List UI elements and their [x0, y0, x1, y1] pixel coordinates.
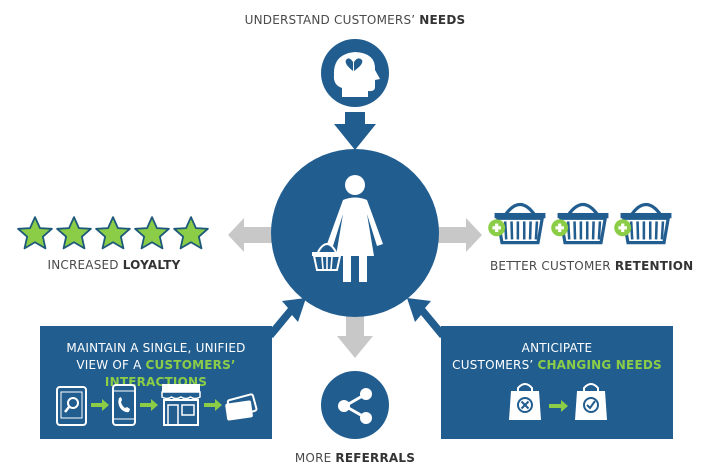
bag-check-icon — [574, 383, 608, 421]
needs-flow — [508, 383, 608, 421]
arrow-top — [334, 112, 376, 150]
referrals-label: MORE REFERRALS — [294, 451, 416, 465]
flow-arrow — [549, 400, 568, 412]
changing-needs-box-line2: CUSTOMERS’ — [452, 358, 538, 372]
arrow-down — [337, 314, 373, 358]
tablet-search-icon — [56, 386, 87, 426]
loyalty-label: INCREASED LOYALTY — [47, 258, 181, 272]
changing-needs-box-line1: ANTICIPATE — [521, 341, 593, 355]
star-icon — [173, 216, 209, 250]
customer-circle — [271, 149, 439, 317]
head-hearts-icon — [321, 39, 389, 107]
basket-group — [488, 202, 674, 245]
star-icon — [56, 216, 92, 250]
star-icon — [95, 216, 131, 250]
flow-arrow — [204, 399, 222, 411]
top-label: UNDERSTAND CUSTOMERS’ NEEDS — [244, 13, 466, 27]
store-icon — [161, 384, 201, 426]
star-icon — [17, 216, 53, 250]
bag-x-icon — [508, 383, 542, 421]
star-rating — [17, 216, 209, 250]
changing-needs-box: ANTICIPATE CUSTOMERS’ CHANGING NEEDS — [441, 326, 673, 439]
retention-label: BETTER CUSTOMER RETENTION — [490, 259, 694, 273]
credit-card-icon — [225, 393, 258, 421]
interactions-flow — [56, 384, 258, 426]
flow-arrow — [140, 399, 158, 411]
basket-add-icon — [614, 202, 674, 245]
star-icon — [134, 216, 170, 250]
arrow-from-left-box — [253, 298, 306, 338]
flow-arrow — [91, 399, 109, 411]
changing-needs-highlight: CHANGING NEEDS — [537, 358, 662, 372]
arrow-from-right-box — [407, 298, 460, 338]
interactions-box-line2: VIEW OF A — [76, 358, 146, 372]
arrow-left — [228, 218, 272, 252]
arrow-right — [438, 218, 482, 252]
basket-add-icon — [551, 202, 611, 245]
basket-add-icon — [488, 202, 548, 245]
share-icon — [321, 371, 389, 439]
phone-icon — [112, 384, 136, 426]
interactions-box-line1: MAINTAIN A SINGLE, UNIFIED — [66, 341, 246, 355]
